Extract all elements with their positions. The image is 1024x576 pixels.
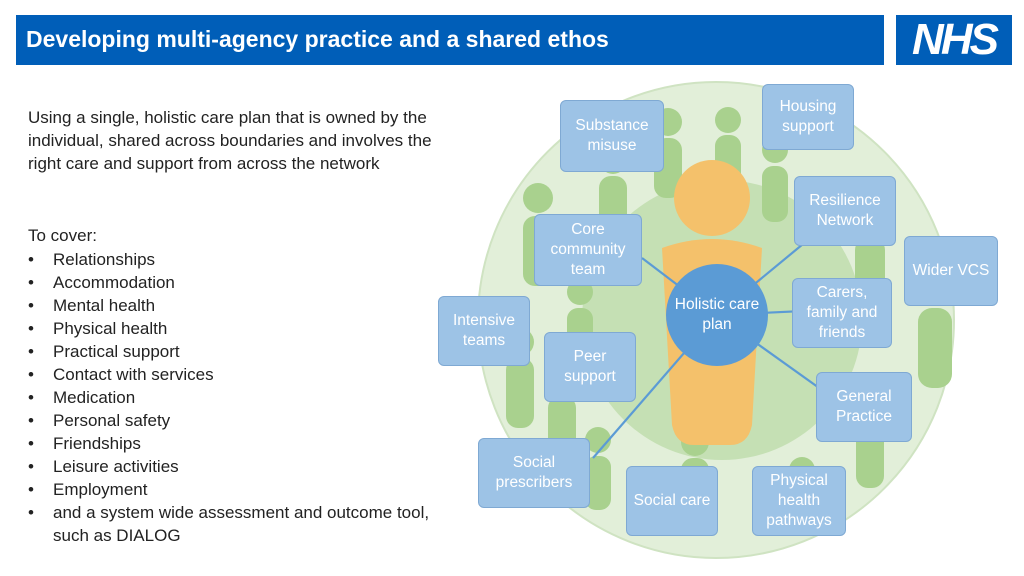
holistic-care-plan-hub: Holistic care plan xyxy=(666,264,768,366)
wider-vcs-box: Wider VCS xyxy=(904,236,998,306)
substance-misuse-box: Substance misuse xyxy=(560,100,664,172)
core-community-team-box: Core community team xyxy=(534,214,642,286)
general-practice-box: General Practice xyxy=(816,372,912,442)
intensive-teams-box: Intensive teams xyxy=(438,296,530,366)
list-item: and a system wide assessment and outcome… xyxy=(28,501,448,547)
resilience-network-box: Resilience Network xyxy=(794,176,896,246)
peer-support-box: Peer support xyxy=(544,332,636,402)
carers-family-friends-box: Carers, family and friends xyxy=(792,278,892,348)
list-item: Medication xyxy=(28,386,448,409)
list-item: Employment xyxy=(28,478,448,501)
physical-health-pathways-box: Physical health pathways xyxy=(752,466,846,536)
list-item: Friendships xyxy=(28,432,448,455)
list-item: Mental health xyxy=(28,294,448,317)
care-network-diagram: Holistic care plan Substance misuse Hous… xyxy=(430,80,1024,576)
cover-list: Relationships Accommodation Mental healt… xyxy=(28,248,448,547)
list-item: Physical health xyxy=(28,317,448,340)
social-care-box: Social care xyxy=(626,466,718,536)
list-item: Practical support xyxy=(28,340,448,363)
nhs-logo-text: NHS xyxy=(912,15,999,64)
housing-support-box: Housing support xyxy=(762,84,854,150)
list-item: Leisure activities xyxy=(28,455,448,478)
nhs-logo: NHS xyxy=(896,15,1012,65)
cover-heading: To cover: xyxy=(28,226,97,245)
intro-text: Using a single, holistic care plan that … xyxy=(28,108,432,173)
list-item: Personal safety xyxy=(28,409,448,432)
page-title: Developing multi-agency practice and a s… xyxy=(26,26,609,52)
list-item: Accommodation xyxy=(28,271,448,294)
title-bar: Developing multi-agency practice and a s… xyxy=(16,15,884,65)
list-item: Relationships xyxy=(28,248,448,271)
list-item: Contact with services xyxy=(28,363,448,386)
person-figure xyxy=(585,427,611,510)
social-prescribers-box: Social prescribers xyxy=(478,438,590,508)
